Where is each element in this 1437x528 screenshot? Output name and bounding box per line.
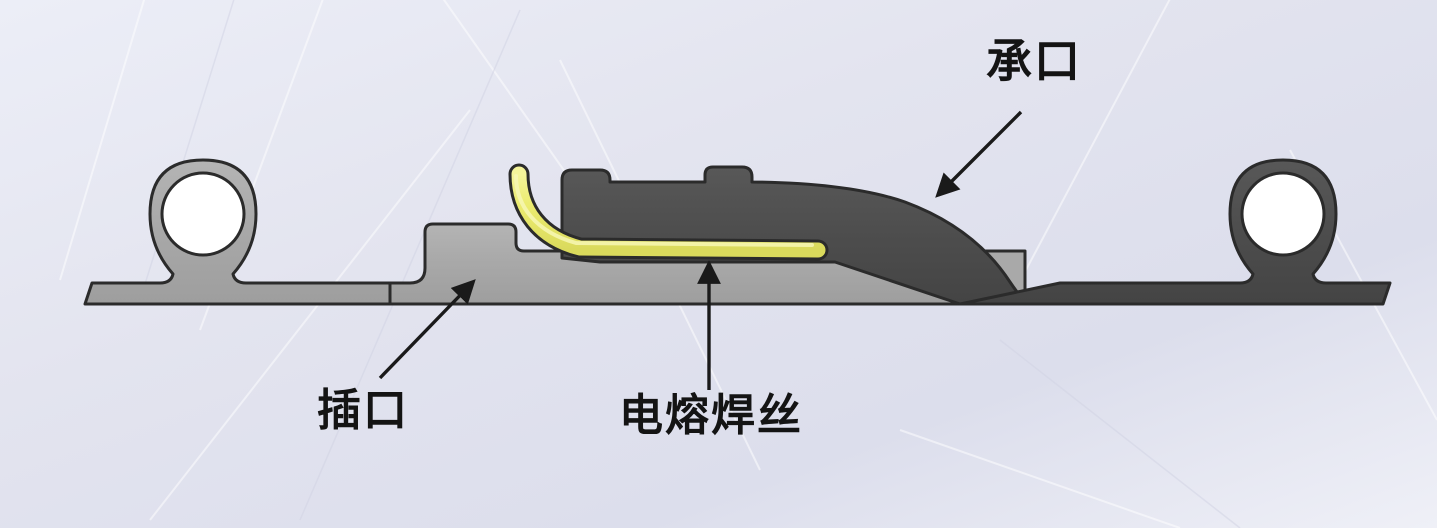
socket-assembly: [560, 158, 1392, 306]
right-ring-bore: [1240, 171, 1326, 257]
socket-body: [560, 165, 1032, 306]
spigot-callout-arrow: [378, 279, 476, 380]
background-streaks: [59, 0, 1437, 528]
welding-wire-label: 电熔焊丝: [619, 391, 803, 440]
callout-arrows: [378, 110, 1023, 390]
spigot-label: 插口: [317, 386, 409, 435]
socket-label: 承口: [986, 35, 1082, 87]
left-ring-bore: [160, 171, 246, 257]
socket-callout-arrow: [935, 110, 1023, 198]
welding-wire-highlight: [514, 174, 814, 247]
